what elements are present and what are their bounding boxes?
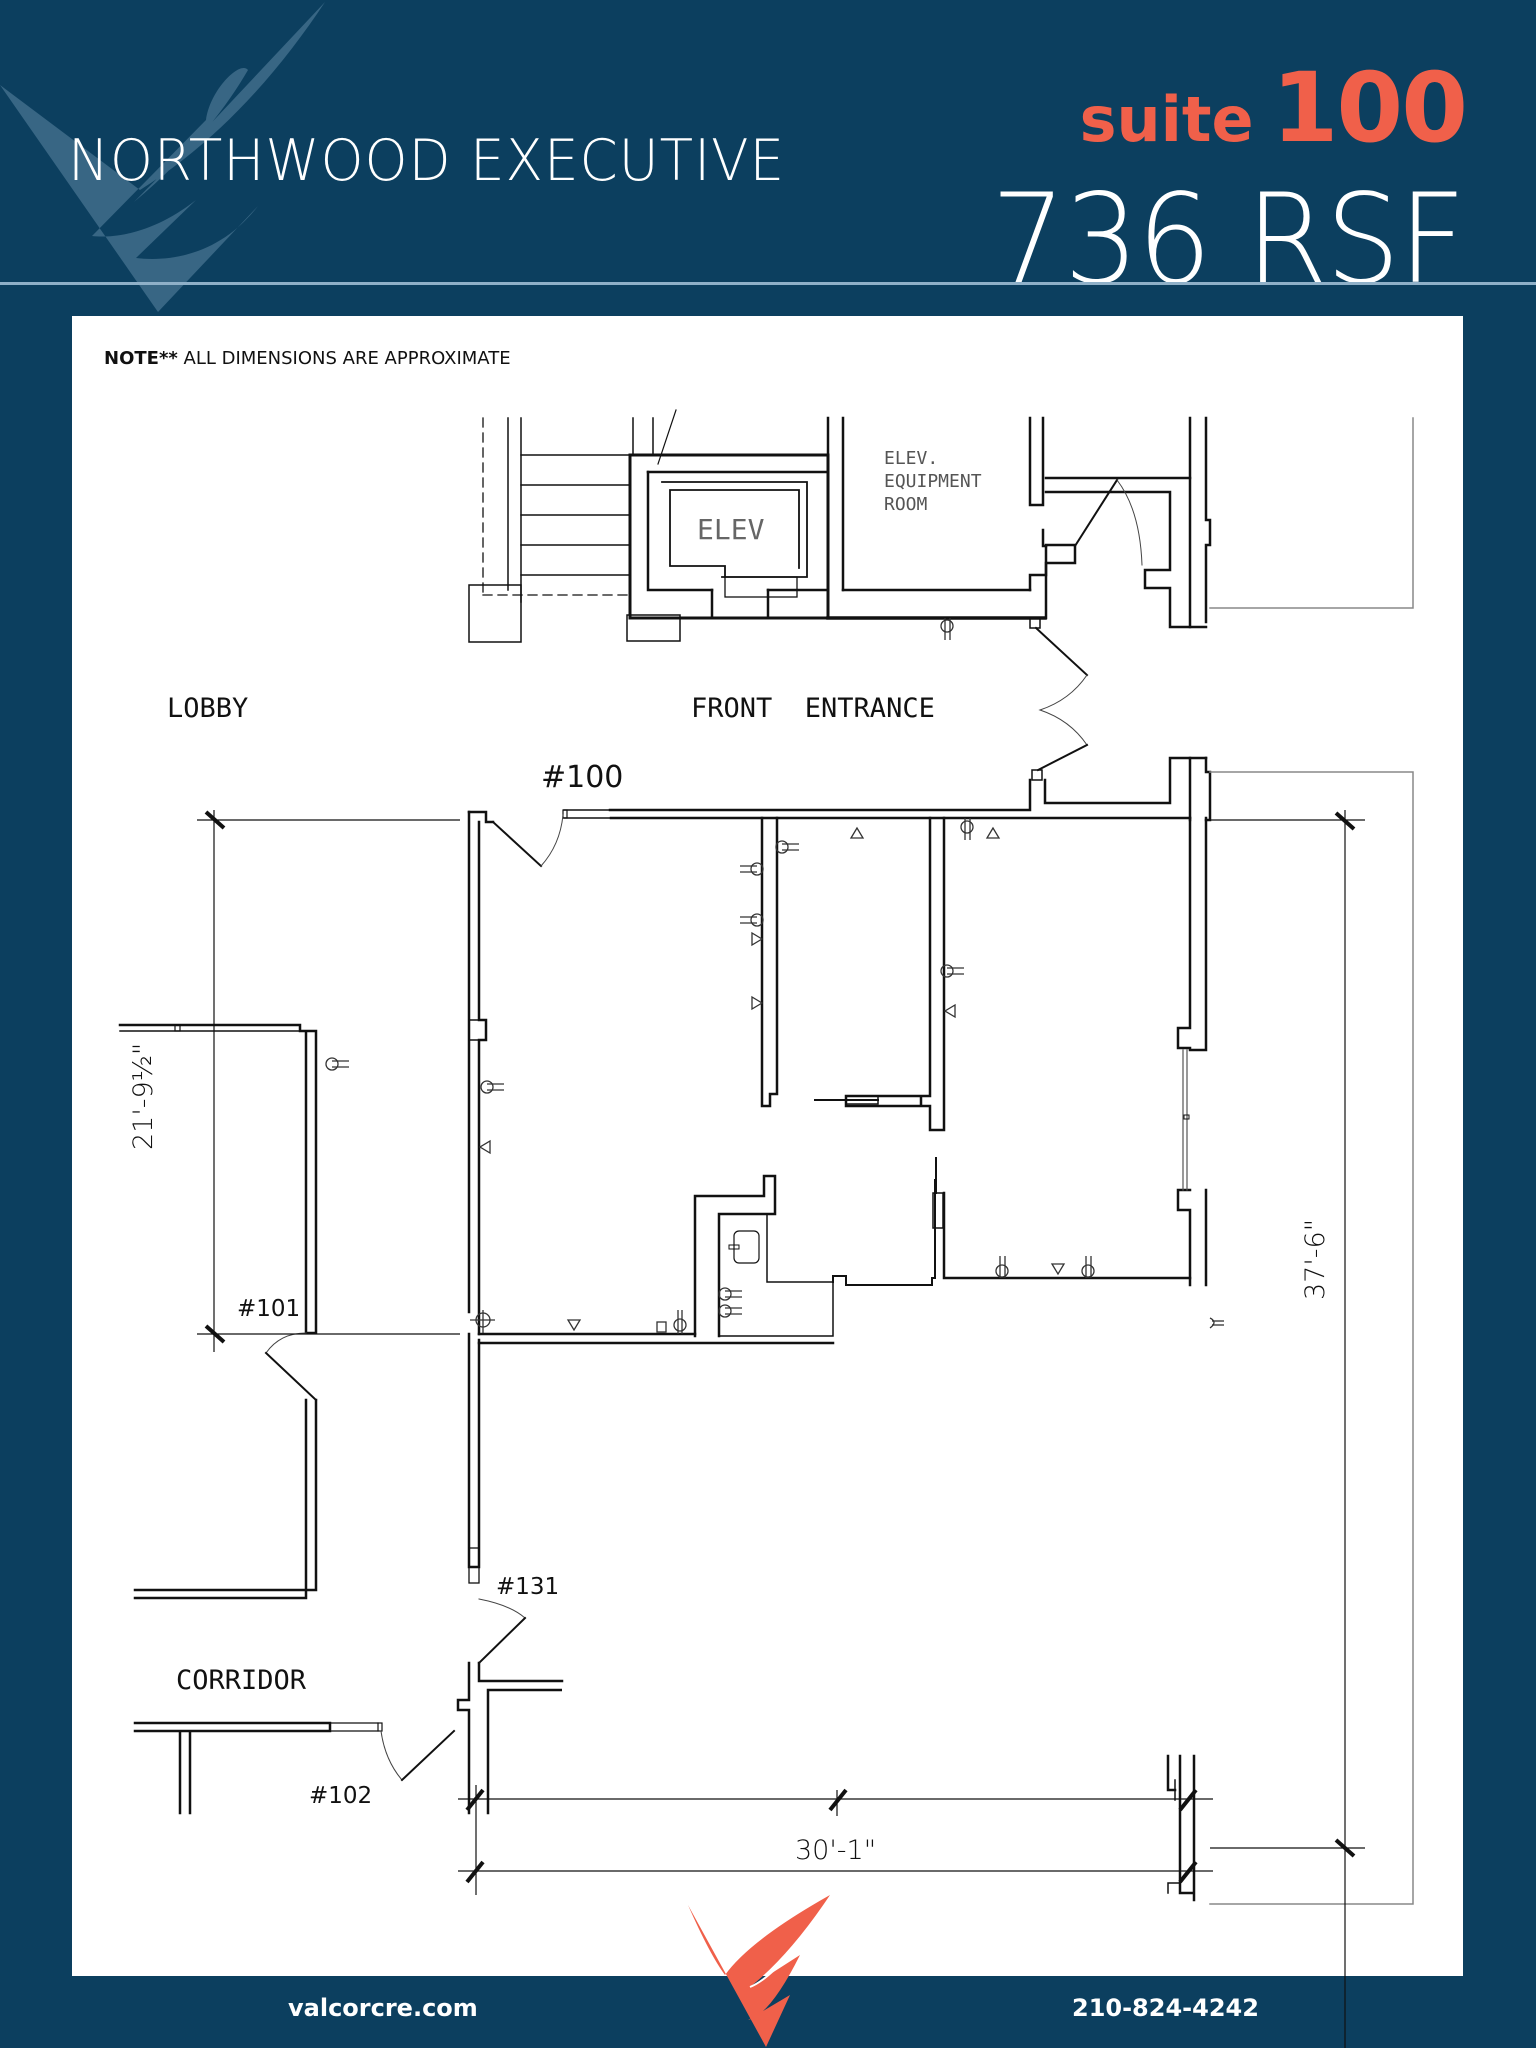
suite-label: suite xyxy=(1079,83,1254,156)
suite-number-102: #102 xyxy=(309,1783,373,1809)
label-elev-equipment-3: ROOM xyxy=(884,494,928,515)
dimensions-note: NOTE** ALL DIMENSIONS ARE APPROXIMATE xyxy=(104,348,511,369)
valcor-logo-watermark-icon xyxy=(0,2,325,312)
label-elev-equipment-1: ELEV. xyxy=(884,448,939,469)
suite-number-131: #131 xyxy=(496,1574,560,1600)
label-corridor: CORRIDOR xyxy=(176,1665,307,1696)
phone-number[interactable]: 210-824-4242 xyxy=(1072,1994,1259,2022)
suite-heading: suite 100 xyxy=(1079,52,1468,164)
website-link[interactable]: valcorcre.com xyxy=(288,1994,478,2022)
rentable-square-feet: 736 RSF xyxy=(990,168,1466,312)
building-name: NORTHWOOD EXECUTIVE xyxy=(68,128,786,194)
label-front-entrance: FRONT ENTRANCE xyxy=(691,693,935,724)
suite-number: 100 xyxy=(1271,52,1468,164)
dimension-bottom-width: 30'-1" xyxy=(795,1835,877,1866)
dimension-right-height: 37'-6" xyxy=(1300,1218,1331,1300)
dimension-left-height: 21'-9½" xyxy=(128,1042,159,1150)
label-lobby: LOBBY xyxy=(167,693,249,724)
label-elev-equipment-2: EQUIPMENT xyxy=(884,471,982,492)
label-elevator: ELEV xyxy=(697,513,765,546)
note-text: ALL DIMENSIONS ARE APPROXIMATE xyxy=(177,348,511,369)
outlet-icon xyxy=(940,618,954,640)
suite-number-101: #101 xyxy=(237,1296,301,1322)
valcor-logo-icon xyxy=(688,1895,831,2047)
header-divider xyxy=(0,282,1536,285)
note-label: NOTE** xyxy=(104,348,178,369)
suite-number-100: #100 xyxy=(541,760,624,795)
